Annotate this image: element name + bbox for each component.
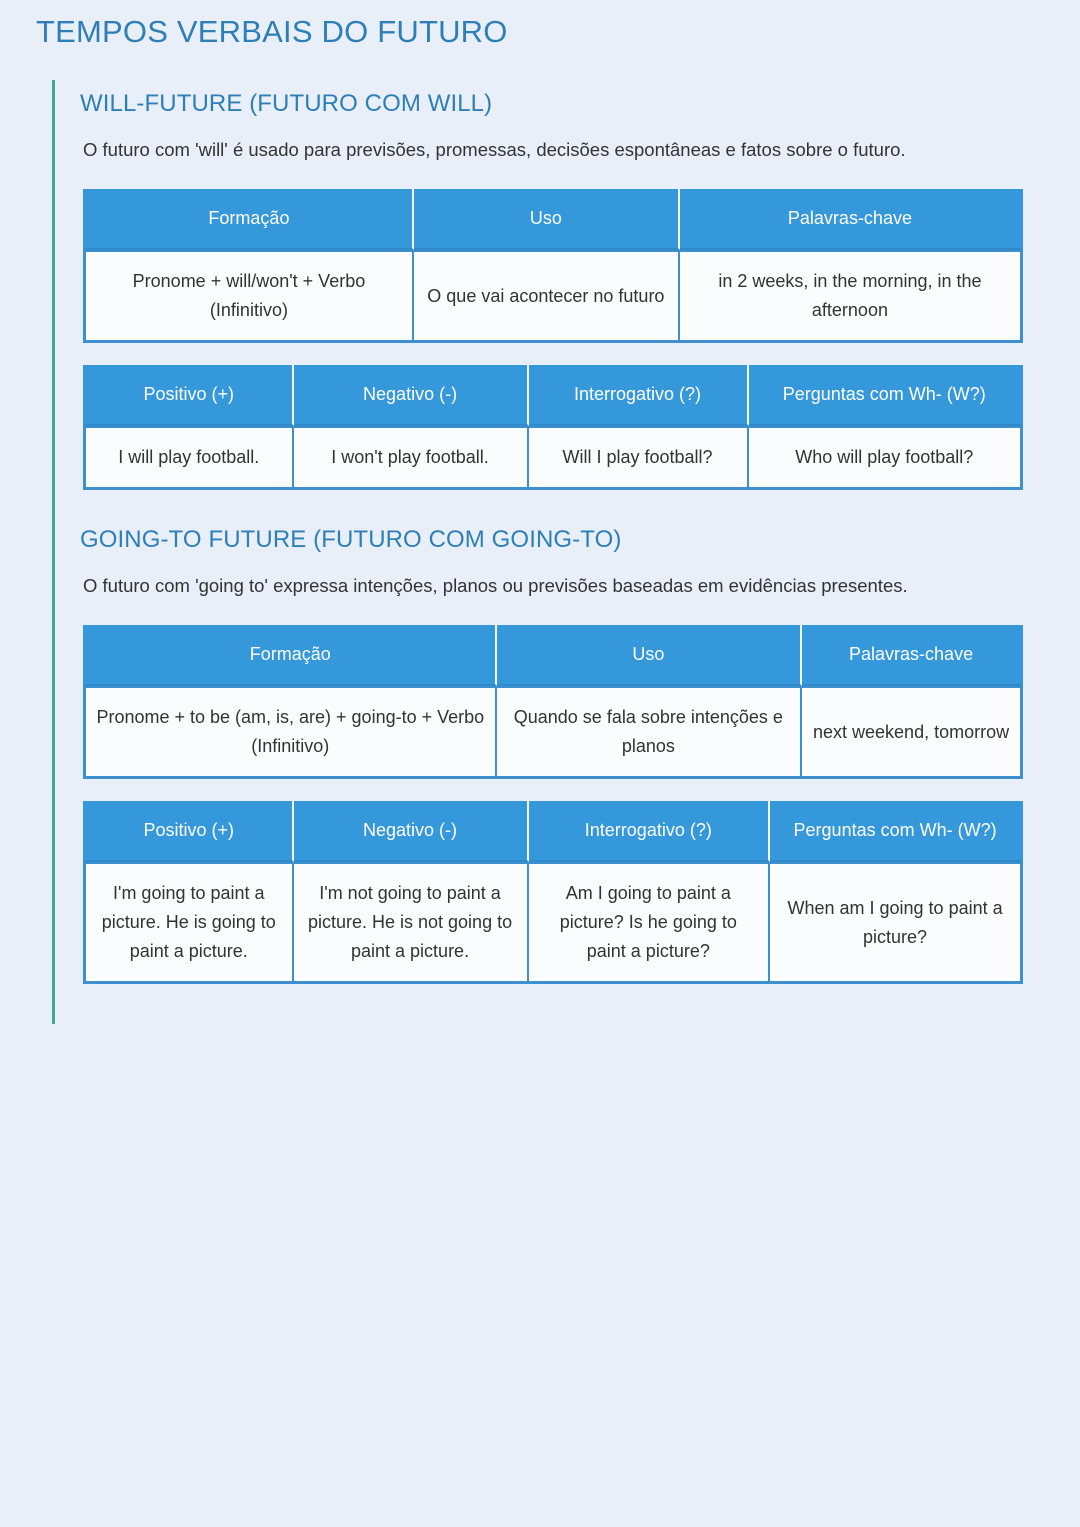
- cell-palavras-chave: in 2 weeks, in the morning, in the after…: [679, 250, 1023, 343]
- column-header-positivo: Positivo (+): [83, 801, 294, 862]
- cell-formacao: Pronome + to be (am, is, are) + going-to…: [83, 686, 497, 779]
- column-header-negativo: Negativo (-): [293, 801, 529, 862]
- cell-negativo: I'm not going to paint a picture. He is …: [293, 862, 529, 984]
- column-header-formacao: Formação: [83, 189, 414, 250]
- table-goingto-formation: Formação Uso Palavras-chave Pronome + to…: [83, 625, 1023, 779]
- column-header-perguntas-wh: Perguntas com Wh- (W?): [770, 801, 1023, 862]
- table-header-row: Positivo (+) Negativo (-) Interrogativo …: [83, 801, 1023, 862]
- column-header-formacao: Formação: [83, 625, 497, 686]
- cell-perguntas-wh: When am I going to paint a picture?: [770, 862, 1023, 984]
- cell-palavras-chave: next weekend, tomorrow: [802, 686, 1023, 779]
- cell-perguntas-wh: Who will play football?: [748, 426, 1023, 490]
- cell-uso: O que vai acontecer no futuro: [413, 250, 680, 343]
- section-title-will-future: WILL-FUTURE (FUTURO COM WILL): [80, 90, 493, 117]
- cell-formacao: Pronome + will/won't + Verbo (Infinitivo…: [83, 250, 414, 343]
- table-row: Pronome + will/won't + Verbo (Infinitivo…: [83, 250, 1023, 343]
- section-going-to-future: GOING-TO FUTURE (FUTURO COM GOING-TO) O …: [55, 516, 1044, 1024]
- table-row: I'm going to paint a picture. He is goin…: [83, 862, 1023, 984]
- section-title-going-to-future: GOING-TO FUTURE (FUTURO COM GOING-TO): [80, 526, 622, 553]
- table-header-row: Formação Uso Palavras-chave: [83, 189, 1023, 250]
- table-will-forms: Positivo (+) Negativo (-) Interrogativo …: [83, 365, 1023, 490]
- cell-negativo: I won't play football.: [293, 426, 529, 490]
- table-row: I will play football. I won't play footb…: [83, 426, 1023, 490]
- column-header-palavras-chave: Palavras-chave: [679, 189, 1023, 250]
- page-title: TEMPOS VERBAIS DO FUTURO: [36, 14, 508, 49]
- column-header-palavras-chave: Palavras-chave: [802, 625, 1023, 686]
- column-header-interrogativo: Interrogativo (?): [528, 801, 771, 862]
- cell-interrogativo: Am I going to paint a picture? Is he goi…: [528, 862, 771, 984]
- column-header-uso: Uso: [496, 625, 803, 686]
- table-header-row: Formação Uso Palavras-chave: [83, 625, 1023, 686]
- content-column: WILL-FUTURE (FUTURO COM WILL) O futuro c…: [52, 80, 1044, 1024]
- cell-interrogativo: Will I play football?: [528, 426, 749, 490]
- section-description-going-to-future: O futuro com 'going to' expressa intençõ…: [83, 575, 908, 596]
- cell-positivo: I will play football.: [83, 426, 294, 490]
- table-row: Pronome + to be (am, is, are) + going-to…: [83, 686, 1023, 779]
- table-will-formation: Formação Uso Palavras-chave Pronome + wi…: [83, 189, 1023, 343]
- section-description-will-future: O futuro com 'will' é usado para previsõ…: [83, 139, 906, 160]
- column-header-uso: Uso: [413, 189, 680, 250]
- cell-uso: Quando se fala sobre intenções e planos: [496, 686, 803, 779]
- bottom-spacer: [80, 984, 1044, 1024]
- table-goingto-forms: Positivo (+) Negativo (-) Interrogativo …: [83, 801, 1023, 984]
- cell-positivo: I'm going to paint a picture. He is goin…: [83, 862, 294, 984]
- column-header-negativo: Negativo (-): [293, 365, 529, 426]
- column-header-interrogativo: Interrogativo (?): [528, 365, 749, 426]
- column-header-perguntas-wh: Perguntas com Wh- (W?): [748, 365, 1023, 426]
- column-header-positivo: Positivo (+): [83, 365, 294, 426]
- section-will-future: WILL-FUTURE (FUTURO COM WILL) O futuro c…: [55, 80, 1044, 490]
- table-header-row: Positivo (+) Negativo (-) Interrogativo …: [83, 365, 1023, 426]
